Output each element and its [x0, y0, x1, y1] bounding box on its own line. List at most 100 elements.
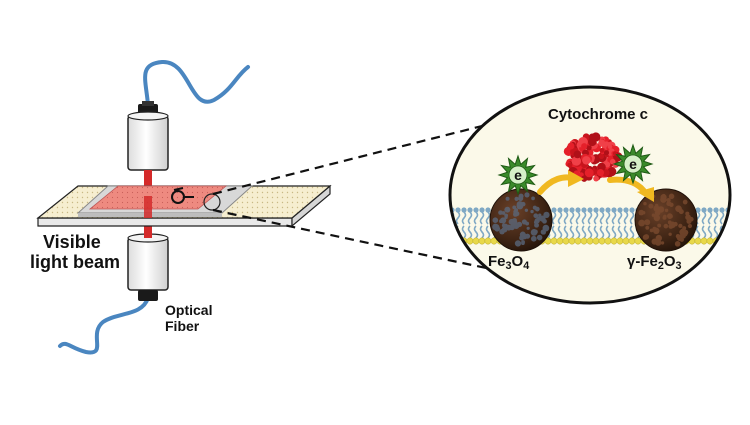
- lipid-tail: [629, 225, 635, 239]
- lipid-head: [706, 237, 714, 245]
- lipid-tail: [563, 211, 569, 225]
- lipid-head: [587, 207, 593, 213]
- particle-grain: [543, 211, 550, 219]
- particle-grain: [667, 220, 672, 225]
- cytochrome-c-label: Cytochrome c: [548, 106, 649, 123]
- particle-grain: [642, 234, 649, 240]
- protein-atom: [601, 169, 610, 177]
- lipid-tail: [455, 211, 461, 225]
- lipid-head: [599, 207, 605, 213]
- optical-fiber-label: Optical Fiber: [165, 302, 213, 334]
- protein-atom: [571, 156, 582, 166]
- gamma-fe2o3-label: γ-Fe2O3: [627, 253, 682, 273]
- particle-grain: [514, 240, 522, 247]
- lipid-head: [628, 237, 636, 245]
- particle-grain: [538, 213, 542, 217]
- lipid-head: [724, 237, 730, 245]
- lipid-head: [581, 207, 587, 213]
- lipid-head: [592, 237, 600, 245]
- particle-grain: [505, 196, 510, 201]
- lipid-head: [718, 237, 726, 245]
- magnify-marker: [171, 187, 194, 204]
- particle-grain: [513, 212, 518, 217]
- lipid-tail: [587, 211, 593, 225]
- particle-grain: [530, 209, 534, 214]
- protein-atom: [567, 162, 573, 168]
- lipid-head: [450, 237, 456, 245]
- fe3o4-label: Fe3O4: [488, 253, 530, 273]
- lipid-tail: [575, 225, 581, 239]
- lipid-tail: [623, 211, 629, 225]
- particle-grain: [663, 223, 669, 229]
- protein-atom: [567, 142, 575, 150]
- lipid-head: [593, 207, 599, 213]
- lipid-tail: [485, 225, 491, 239]
- lipid-tail: [473, 225, 479, 239]
- lipid-head: [467, 207, 473, 213]
- lipid-tail: [557, 225, 563, 239]
- lipid-head: [569, 207, 575, 213]
- lipid-tail: [617, 211, 623, 225]
- particle-grain: [661, 193, 666, 198]
- particle-grain: [644, 219, 651, 226]
- particle-grain: [645, 225, 650, 230]
- lipid-head: [454, 237, 462, 245]
- visible-label-line2: light beam: [30, 252, 121, 273]
- light-beam-through-slide: [144, 196, 152, 218]
- lipid-head: [611, 207, 617, 213]
- lipid-head: [479, 207, 485, 213]
- cytochrome-c-protein: [563, 132, 623, 182]
- zoom-line-bottom: [212, 208, 487, 270]
- optical-fiber-top: [143, 59, 250, 107]
- particle-grain: [504, 206, 511, 213]
- lipid-tail: [599, 225, 605, 239]
- lipid-head: [562, 237, 570, 245]
- particle-grain: [519, 231, 526, 238]
- light-beam-bottom: [144, 218, 152, 238]
- lipid-tail: [593, 211, 599, 225]
- particle-grain: [664, 208, 669, 213]
- protein-atom: [586, 144, 592, 151]
- particle-grain: [500, 217, 507, 224]
- particle-grain: [501, 226, 508, 233]
- lipid-tail: [450, 225, 455, 239]
- lipid-head: [478, 237, 486, 245]
- lipid-tail: [461, 211, 467, 225]
- lipid-head: [455, 207, 461, 213]
- particle-grain: [660, 241, 665, 245]
- lipid-head: [466, 237, 474, 245]
- particle-grain: [534, 206, 540, 212]
- lipid-tail: [611, 225, 617, 239]
- particle-grain: [663, 214, 667, 219]
- fiber-label-line2: Fiber: [165, 317, 200, 334]
- lipid-tail: [467, 225, 473, 239]
- protein-atom: [581, 143, 588, 150]
- particle-grain: [666, 197, 671, 203]
- particle-grain: [675, 234, 681, 239]
- fiber-label-line1: Optical: [165, 302, 213, 318]
- particle-grain: [638, 219, 646, 227]
- protein-atom: [588, 133, 596, 141]
- lipid-tail: [569, 225, 575, 239]
- particle-grain: [542, 224, 550, 232]
- lipid-head: [700, 237, 708, 245]
- particle-grain: [668, 193, 675, 200]
- lipid-head: [574, 237, 582, 245]
- lipid-tail: [599, 211, 605, 225]
- particle-grain: [514, 196, 519, 201]
- lipid-head: [701, 207, 707, 213]
- particle-grain: [668, 232, 672, 236]
- protein-atom: [573, 150, 582, 159]
- lipid-tail: [581, 211, 587, 225]
- lipid-head: [617, 207, 623, 213]
- lipid-tail: [713, 211, 719, 225]
- lipid-tail: [557, 211, 563, 225]
- protein-atom: [598, 139, 606, 147]
- particle-grain: [492, 217, 499, 224]
- particle-grain: [687, 223, 693, 229]
- particle-grain: [675, 205, 682, 212]
- protein-atom: [593, 175, 599, 182]
- lipid-head: [556, 237, 564, 245]
- protein-atom: [598, 153, 605, 160]
- lipid-tail: [701, 225, 707, 239]
